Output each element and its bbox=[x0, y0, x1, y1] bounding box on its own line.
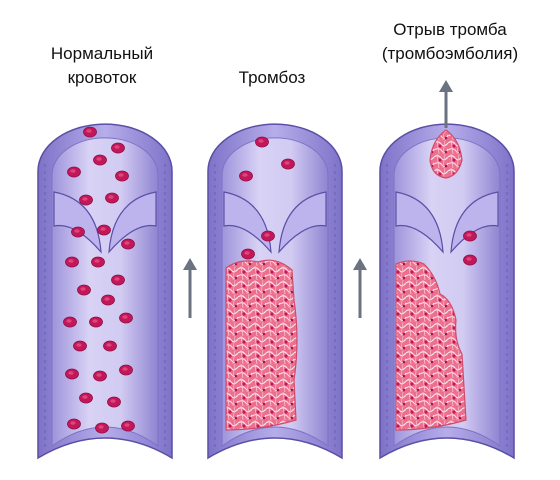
blood-cell-highlight bbox=[70, 169, 76, 173]
arrow-head bbox=[439, 80, 453, 92]
arrow-head bbox=[183, 258, 197, 270]
valve-leaflet-left bbox=[53, 191, 102, 254]
blood-cell-highlight bbox=[244, 251, 250, 255]
flow-arrow-icon bbox=[183, 258, 197, 318]
vessel-thrombosis bbox=[207, 123, 343, 460]
blood-cell-highlight bbox=[108, 195, 114, 199]
label-thrombosis-line-1: Тромбоз bbox=[238, 68, 306, 87]
label-embolism-line-1: Отрыв тромба bbox=[393, 20, 507, 39]
valve-leaflet-right bbox=[108, 191, 157, 254]
vessel-embolism bbox=[379, 123, 515, 460]
label-thrombosis: Тромбоз bbox=[212, 66, 332, 90]
blood-cell-highlight bbox=[96, 157, 102, 161]
valve-leaflet-right bbox=[450, 191, 499, 254]
embolus-arrow-icon bbox=[439, 80, 453, 128]
blood-cell-highlight bbox=[86, 129, 92, 133]
blood-cell-highlight bbox=[114, 145, 120, 149]
blood-cell-highlight bbox=[80, 287, 86, 291]
blood-cell-highlight bbox=[76, 343, 82, 347]
blood-cell-highlight bbox=[264, 233, 270, 237]
blood-cell-highlight bbox=[106, 343, 112, 347]
vessel-normal bbox=[37, 123, 173, 460]
blood-cell-highlight bbox=[114, 277, 120, 281]
blood-cell-highlight bbox=[284, 161, 290, 165]
blood-cell-highlight bbox=[122, 367, 128, 371]
blood-cell-highlight bbox=[122, 315, 128, 319]
vessel-lumen bbox=[51, 137, 159, 447]
label-embolism: Отрыв тромба (тромбоэмболия) bbox=[350, 18, 550, 66]
blood-cell-highlight bbox=[258, 139, 264, 143]
blood-cell-highlight bbox=[82, 395, 88, 399]
blood-cell-highlight bbox=[96, 373, 102, 377]
thrombus-remnant bbox=[395, 260, 467, 431]
valve-leaflet-left bbox=[395, 191, 444, 254]
blood-cell-highlight bbox=[74, 229, 80, 233]
blood-cell-highlight bbox=[466, 233, 472, 237]
label-embolism-line-2: (тромбоэмболия) bbox=[381, 44, 519, 63]
blood-cell-highlight bbox=[118, 173, 124, 177]
blood-cell-highlight bbox=[82, 197, 88, 201]
arrow-head bbox=[353, 258, 367, 270]
blood-cell-highlight bbox=[92, 319, 98, 323]
thrombus bbox=[225, 259, 298, 431]
flow-arrow-icon bbox=[353, 258, 367, 318]
valve-leaflet-right bbox=[278, 191, 327, 254]
blood-cell-highlight bbox=[110, 399, 116, 403]
valve-leaflet-left bbox=[223, 191, 272, 254]
blood-cell-highlight bbox=[242, 173, 248, 177]
embolus bbox=[429, 129, 463, 179]
label-normal-line-2: кровоток bbox=[67, 68, 137, 87]
label-normal-line-1: Нормальный bbox=[50, 44, 154, 63]
blood-cell-highlight bbox=[66, 319, 72, 323]
blood-cell-highlight bbox=[104, 297, 110, 301]
blood-cell-highlight bbox=[70, 421, 76, 425]
blood-cell-highlight bbox=[68, 259, 74, 263]
blood-cell-highlight bbox=[100, 227, 106, 231]
blood-cell-highlight bbox=[94, 259, 100, 263]
blood-cell-highlight bbox=[466, 257, 472, 261]
blood-cell-highlight bbox=[124, 241, 130, 245]
blood-cell-highlight bbox=[98, 425, 104, 429]
blood-cell-highlight bbox=[68, 371, 74, 375]
label-normal-flow: Нормальный кровоток bbox=[22, 42, 182, 90]
blood-cell-highlight bbox=[124, 423, 130, 427]
